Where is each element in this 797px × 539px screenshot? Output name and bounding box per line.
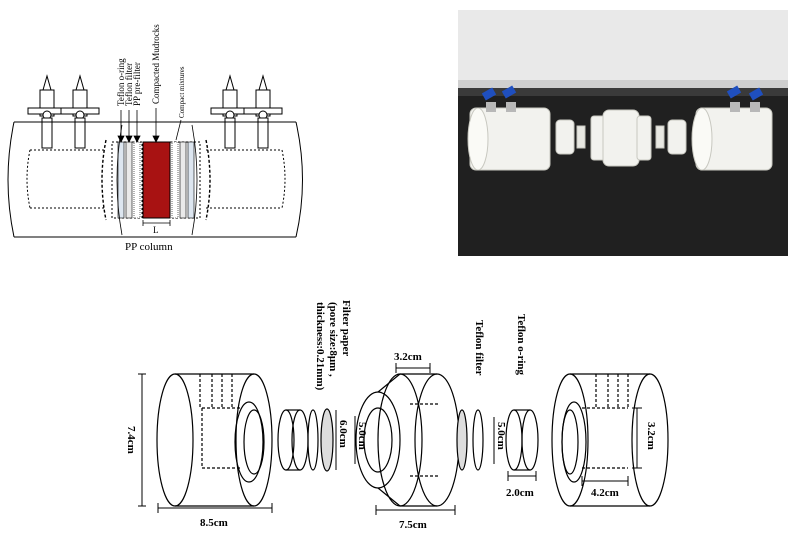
left-end-cap bbox=[156, 373, 273, 507]
label-compacted-mudrocks: Compacted Mudrocks bbox=[151, 24, 161, 104]
photo-rendering bbox=[458, 10, 788, 256]
exploded-drawing: 7.4cm 8.5cm 6.0cm 5.0cm 3.2cm 7.5cm 5.0c… bbox=[125, 300, 669, 531]
schematic-drawing: L Teflon o-ring Teflon filter PP pre-fil… bbox=[7, 24, 303, 253]
dim-right-inner-width: 4.2cm bbox=[591, 487, 619, 499]
dim-mid-top: 3.2cm bbox=[394, 351, 422, 363]
dim-left-width: 8.5cm bbox=[200, 517, 228, 529]
valve-right-2 bbox=[243, 74, 283, 149]
dim-left-height: 7.4cm bbox=[125, 426, 137, 454]
column-schematic: L Teflon o-ring Teflon filter PP pre-fil… bbox=[0, 0, 430, 262]
dim-filter-dia: 5.0cm bbox=[495, 422, 507, 450]
compacted-mudrock-sample bbox=[142, 141, 171, 219]
left-rings bbox=[277, 408, 334, 472]
label-pp-column: PP column bbox=[125, 241, 173, 253]
label-teflon-oring: Teflon o-ring bbox=[116, 58, 126, 106]
label-compact-mixtures: Compact mixtures bbox=[178, 66, 186, 118]
valve-right-1 bbox=[210, 74, 250, 149]
filter-stack bbox=[101, 124, 211, 236]
dim-paper-dia: 6.0cm bbox=[337, 420, 349, 448]
label-teflon-filter: Teflon filter bbox=[473, 320, 485, 376]
middle-coupler bbox=[355, 373, 460, 507]
dim-oring-width: 2.0cm bbox=[506, 487, 534, 499]
label-filter-paper-thickness: thickness:0.21mm) bbox=[314, 302, 326, 391]
right-end-cap bbox=[551, 373, 669, 507]
label-teflon-filter: Teflon filter bbox=[124, 63, 134, 106]
pp-column-body bbox=[7, 121, 303, 238]
dim-right-inner-height: 3.2cm bbox=[645, 422, 657, 450]
label-teflon-oring: Teflon o-ring bbox=[515, 314, 527, 376]
length-label: L bbox=[153, 225, 159, 235]
valve-left-2 bbox=[60, 74, 100, 149]
valve-left-1 bbox=[27, 74, 67, 149]
dim-mid-inner: 5.0cm bbox=[356, 422, 368, 450]
label-filter-paper-pore: (pore size:8μm , bbox=[327, 302, 339, 377]
label-pp-prefilter: PP pre-filter bbox=[132, 62, 142, 106]
dim-mid-width: 7.5cm bbox=[399, 519, 427, 531]
length-marker bbox=[142, 220, 171, 226]
exploded-view: 7.4cm 8.5cm 6.0cm 5.0cm 3.2cm 7.5cm 5.0c… bbox=[0, 262, 797, 534]
dimension-lines bbox=[138, 363, 642, 515]
right-rings bbox=[456, 409, 539, 471]
photo-middle-parts bbox=[555, 109, 687, 167]
label-arrows bbox=[117, 108, 182, 143]
label-filter-paper: Filter paper bbox=[340, 300, 352, 356]
photo-right-cylinder bbox=[691, 85, 773, 171]
apparatus-photo bbox=[458, 10, 788, 256]
photo-left-cylinder bbox=[467, 85, 551, 171]
